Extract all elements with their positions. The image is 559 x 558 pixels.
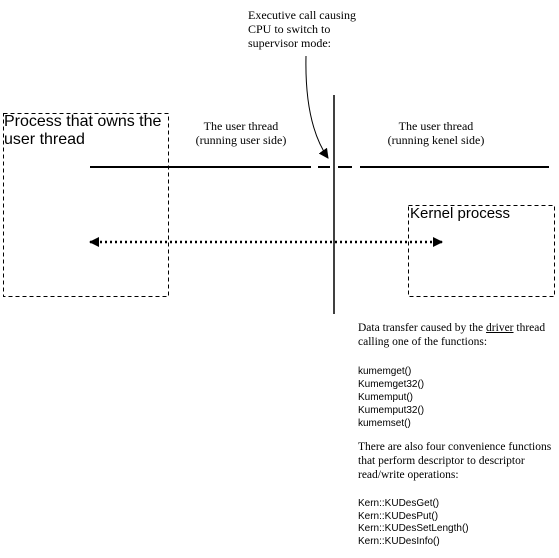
- exec-call-line-3: supervisor mode:: [248, 36, 331, 50]
- exec-call-label: Executive call causing CPU to switch to …: [248, 8, 388, 50]
- user-thread-user-side-label: The user thread (running user side): [186, 119, 296, 147]
- transfer-prefix: Data transfer caused by the: [358, 322, 487, 334]
- process-label: Process that owns the user thread: [4, 113, 164, 149]
- user-thread-left-line-2: (running user side): [195, 133, 287, 147]
- user-thread-left-line-1: The user thread: [203, 119, 279, 133]
- process-box: [3, 113, 169, 297]
- function-item: kumemset(): [358, 418, 411, 429]
- kern-function-list: Kern::KUDesGet() Kern::KUDesPut() Kern::…: [358, 498, 558, 548]
- user-thread-right-line-1: The user thread: [398, 119, 474, 133]
- driver-link[interactable]: driver: [486, 322, 514, 334]
- kern-function-item: Kern::KUDesPut(): [358, 510, 439, 522]
- exec-call-line-2: CPU to switch to: [248, 22, 331, 36]
- kern-function-item: Kern::KUDesInfo(): [358, 535, 440, 547]
- function-item: Kumemput(): [358, 392, 414, 403]
- exec-call-pointer: [305, 55, 329, 159]
- transfer-suffix: thread calling one of the functions:: [358, 322, 546, 348]
- function-list: kumemget() Kumemget32() Kumemput() Kumem…: [358, 365, 558, 430]
- user-thread-right-line-2: (running kenel side): [387, 133, 485, 147]
- data-transfer-description: Data transfer caused by the driver threa…: [358, 321, 558, 349]
- kernel-box: [408, 205, 555, 297]
- kern-function-item: Kern::KUDesGet(): [358, 498, 440, 509]
- user-thread-kernel-side-label: The user thread (running kenel side): [376, 119, 496, 147]
- function-item: Kumemget32(): [358, 379, 425, 390]
- kernel-process-label: Kernel process: [410, 205, 511, 222]
- process-label-line-2: user thread: [4, 131, 85, 148]
- exec-call-line-1: Executive call causing: [248, 8, 356, 22]
- kern-function-item: Kern::KUDesSetLength(): [358, 523, 469, 534]
- function-item: kumemget(): [358, 366, 412, 377]
- function-item: Kumemput32(): [358, 405, 425, 416]
- convenience-description: There are also four convenience function…: [358, 441, 552, 481]
- process-label-line-1: Process that owns the: [4, 113, 162, 130]
